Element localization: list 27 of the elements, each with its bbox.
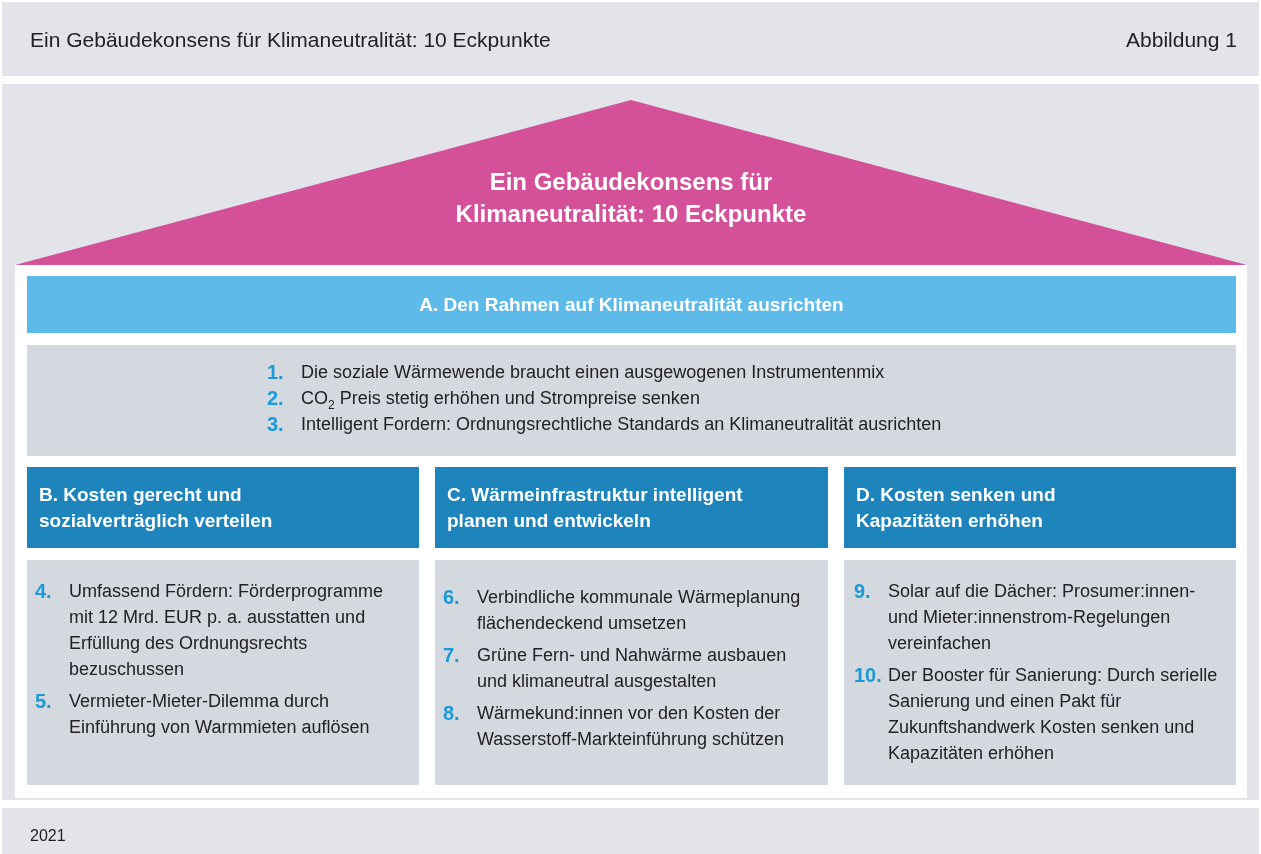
- content-panel: [27, 560, 419, 785]
- numbered-item: 7. Grüne Fern- und Nahwärme ausbauen und klimaneutral ausgestalten: [443, 643, 788, 693]
- numbered-item: 9. Solar auf die Dächer: Prosumer:innen- und Mieter:innenstrom-Regelungen vereinfachen: [854, 579, 1197, 655]
- figure-number: Abbildung 1: [1126, 28, 1237, 52]
- content-panel: [844, 560, 1236, 785]
- content-panel: [27, 345, 1236, 456]
- numbered-item: 5. Vermieter-Mieter-Dilemma durch Einführung von Warmmieten auflösen: [35, 689, 371, 739]
- numbered-item: 8. Wärmekund:innen vor den Kosten der Wasserstoff-Markteinführung schützen: [443, 701, 786, 751]
- section-title: C. Wärmeinfrastruktur intelligent planen und entwickeln: [447, 482, 744, 533]
- numbered-item: 6. Verbindliche kommunale Wärmeplanung flächendeckend umsetzen: [443, 585, 802, 635]
- numbered-item: 1. Die soziale Wärmewende braucht einen ausgewogenen Instrumentenmix: [267, 360, 886, 385]
- numbered-item: 10. Der Booster für Sanierung: Durch serielle Sanierung und einen Pakt für Zukunftshandwerk Kosten senken und Kapazitäten erhöhen: [854, 663, 1219, 765]
- numbered-item: 2. CO$_{2}$ Preis stetig erhöhen und Strompreise senken: [267, 386, 701, 411]
- section-title: D. Kosten senken und Kapazitäten erhöhen: [856, 482, 1057, 533]
- content-panel: [435, 560, 828, 785]
- numbered-item: 3. Intelligent Fordern: Ordnungsrechtliche Standards an Klimaneutralität ausrichten: [267, 412, 943, 437]
- section-header: [435, 467, 828, 548]
- source-note: 2021: [30, 827, 66, 845]
- section-title: B. Kosten gerecht und sozialverträglich verteilen: [39, 482, 274, 533]
- section-band: [27, 276, 1236, 333]
- section-header: [27, 467, 419, 548]
- roof-title: Ein Gebäudekonsens für Klimaneutralität: 10 Eckpunkte: [454, 167, 808, 229]
- figure-title: Ein Gebäudekonsens für Klimaneutralität: 10 Eckpunkte: [30, 28, 551, 52]
- roof-triangle: [15, 100, 1247, 265]
- numbered-item: 4. Umfassend Fördern: Förderprogramme mit 12 Mrd. EUR p. a. ausstatten und Erfüllung des Ordnungsrechts bezuschussen: [35, 579, 385, 681]
- section-header: [844, 467, 1236, 548]
- section-title: A. Den Rahmen auf Klimaneutralität ausrichten: [419, 292, 844, 317]
